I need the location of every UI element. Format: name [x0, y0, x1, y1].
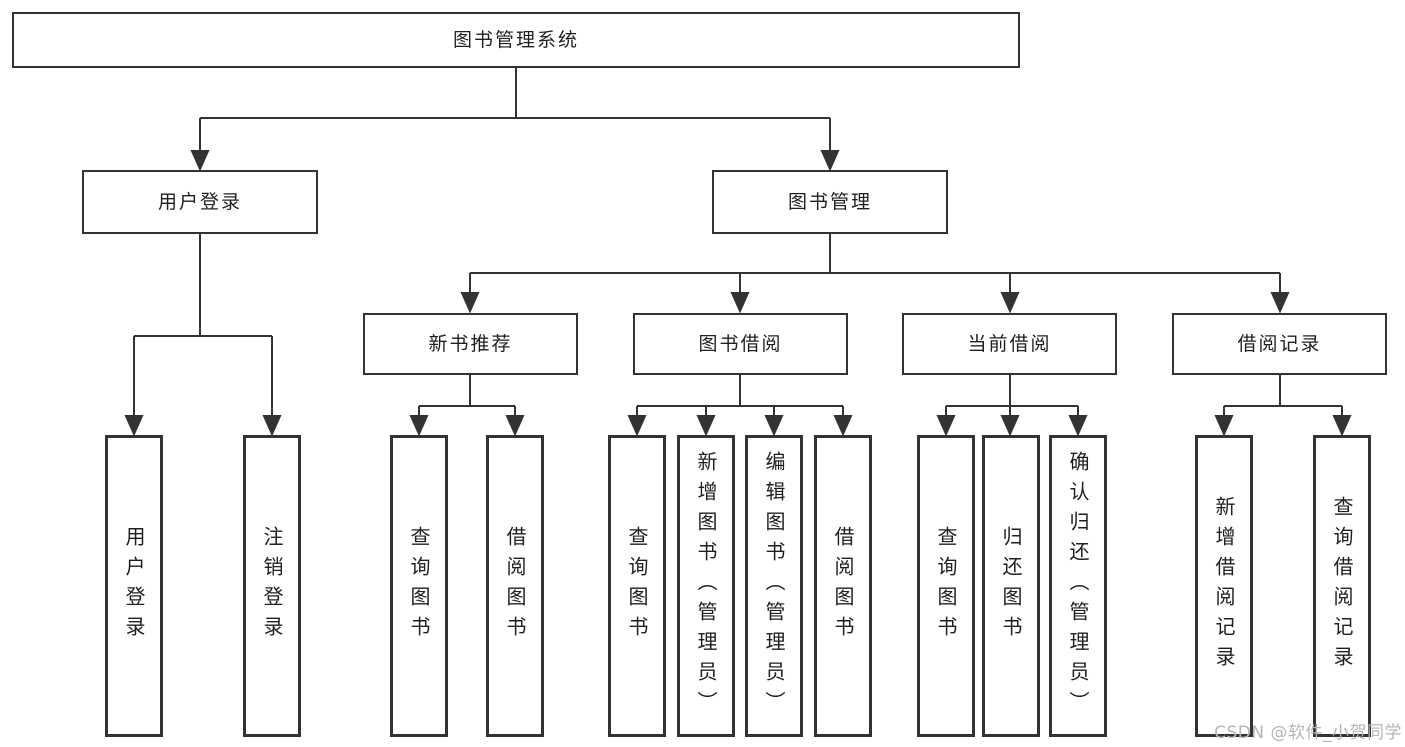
- edge-root-to-level2: [190, 68, 840, 172]
- edge-new-book-to-children: [409, 375, 525, 437]
- node-root-library-system: 图书管理系统: [12, 12, 1020, 68]
- arrowhead: [1068, 415, 1088, 437]
- edge-borrow-record-to-children: [1214, 375, 1352, 437]
- arrowhead: [190, 150, 210, 172]
- arrowhead: [409, 415, 429, 437]
- edge-current-borrow-to-children: [936, 375, 1088, 437]
- leaf-query-books-recommend: 查询图书: [390, 435, 448, 737]
- leaf-return-books: 归还图书: [982, 435, 1040, 737]
- arrowhead: [627, 415, 647, 437]
- leaf-borrow-books-recommend: 借阅图书: [486, 435, 544, 737]
- edge-user-login-to-children: [124, 234, 282, 437]
- arrowhead: [936, 415, 956, 437]
- watermark: CSDN @软件_小贺同学: [1214, 723, 1402, 743]
- leaf-confirm-return-admin: 确认归还（管理员）: [1049, 435, 1107, 737]
- node-book-management-module: 图书管理: [712, 170, 948, 234]
- leaf-edit-books-admin: 编辑图书（管理员）: [745, 435, 803, 737]
- node-new-book-recommend: 新书推荐: [363, 313, 578, 375]
- leaf-query-books-current: 查询图书: [917, 435, 975, 737]
- arrowhead: [1332, 415, 1352, 437]
- arrowhead: [730, 292, 750, 314]
- arrowhead: [764, 415, 784, 437]
- leaf-add-borrow-record: 新增借阅记录: [1195, 435, 1253, 737]
- arrowhead: [1000, 415, 1020, 437]
- node-book-borrow: 图书借阅: [633, 313, 848, 375]
- arrowhead: [460, 292, 480, 314]
- arrowhead: [262, 415, 282, 437]
- leaf-borrow-books: 借阅图书: [814, 435, 872, 737]
- leaf-query-books-borrow: 查询图书: [608, 435, 666, 737]
- leaf-query-borrow-record: 查询借阅记录: [1313, 435, 1371, 737]
- leaf-add-books-admin: 新增图书（管理员）: [677, 435, 735, 737]
- arrowhead: [1214, 415, 1234, 437]
- leaf-logout: 注销登录: [243, 435, 301, 737]
- arrowhead: [833, 415, 853, 437]
- node-current-borrow: 当前借阅: [902, 313, 1117, 375]
- node-user-login-module: 用户登录: [82, 170, 318, 234]
- edge-book-management-to-level3: [460, 234, 1290, 314]
- node-borrow-record: 借阅记录: [1172, 313, 1387, 375]
- arrowhead: [820, 150, 840, 172]
- arrowhead: [696, 415, 716, 437]
- arrowhead: [124, 415, 144, 437]
- leaf-user-login: 用户登录: [105, 435, 163, 737]
- edge-book-borrow-to-children: [627, 375, 853, 437]
- arrowhead: [1000, 292, 1020, 314]
- arrowhead: [1270, 292, 1290, 314]
- arrowhead: [505, 415, 525, 437]
